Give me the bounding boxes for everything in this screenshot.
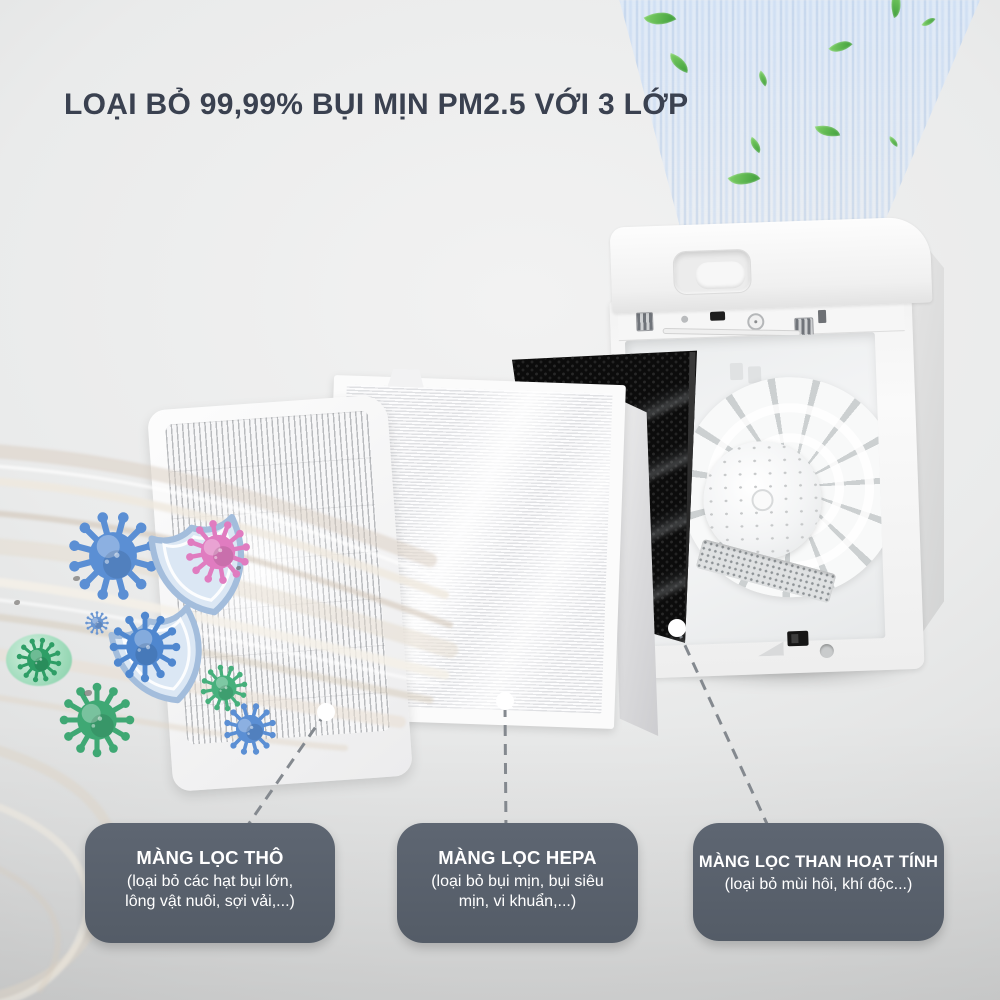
screw-icon [747, 313, 765, 331]
filter-label-coarse: MÀNG LỌC THÔ (loại bỏ các hạt bụi lớn, l… [85, 823, 335, 943]
dust-speck [84, 690, 92, 696]
virus-icon [180, 514, 256, 590]
filter-guide-tab [729, 362, 744, 381]
virus-icon [59, 682, 135, 758]
filter-label-desc: (loại bỏ mùi hôi, khí độc...) [725, 875, 913, 895]
sensor-port [709, 311, 726, 321]
fan-center-cap [751, 488, 774, 512]
desc-line: lông vật nuôi, sợi vải,...) [125, 892, 295, 910]
desc-line: mịn, vi khuẩn,...) [458, 892, 577, 910]
base-hole [819, 643, 835, 659]
filter-label-title: MÀNG LỌC THÔ [136, 847, 284, 868]
dust-speck [236, 566, 241, 570]
handle-hole [694, 260, 746, 290]
latch-clip [635, 311, 654, 332]
virus-icon [85, 611, 109, 635]
desc-line: (loại bỏ mùi hôi, khí độc...) [724, 876, 913, 893]
power-switch [787, 630, 809, 647]
latch-clip [817, 309, 827, 324]
desc-line: (loại bỏ các hạt bụi lớn, [126, 873, 294, 890]
dust-speck [14, 600, 20, 605]
filter-label-carbon: MÀNG LỌC THAN HOẠT TÍNH (loại bỏ mùi hôi… [693, 823, 944, 941]
purifier-lid [609, 216, 933, 314]
pin-hole [681, 315, 689, 323]
filter-label-desc: (loại bỏ các hạt bụi lớn, lông vật nuôi,… [125, 872, 295, 912]
filter-label-title: MÀNG LỌC HEPA [438, 847, 597, 868]
dust-speck [73, 576, 80, 581]
carry-handle [672, 248, 752, 296]
filter-label-title: MÀNG LỌC THAN HOẠT TÍNH [698, 853, 939, 871]
desc-line: (loại bỏ bụi mịn, bụi siêu [431, 873, 604, 890]
base-wedge [757, 642, 783, 657]
headline: LOẠI BỎ 99,99% BỤI MỊN PM2.5 VỚI 3 LỚP [64, 88, 689, 122]
virus-icon [12, 633, 65, 686]
filter-label-desc: (loại bỏ bụi mịn, bụi siêu mịn, vi khuẩn… [431, 872, 604, 912]
filter-label-hepa: MÀNG LỌC HEPA (loại bỏ bụi mịn, bụi siêu… [397, 823, 638, 943]
hepa-pull-tab [388, 368, 425, 387]
